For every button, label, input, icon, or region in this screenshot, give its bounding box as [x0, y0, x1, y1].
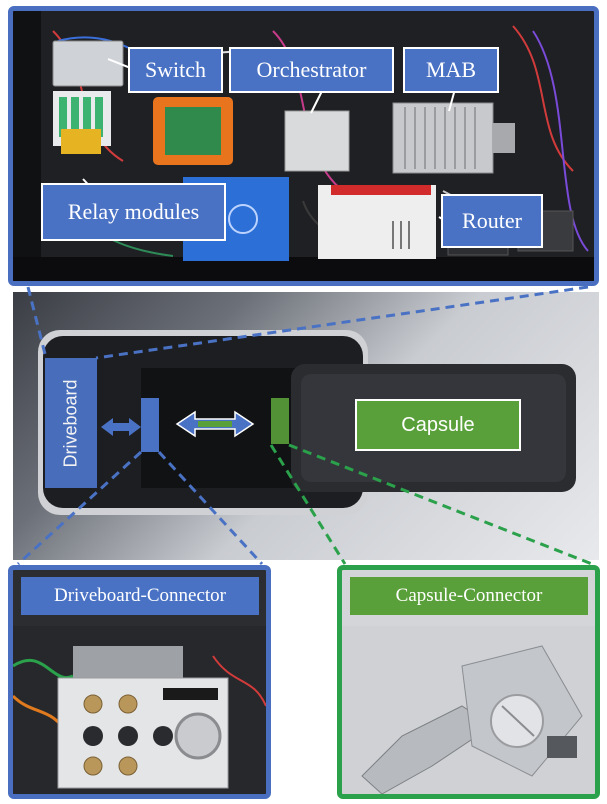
label-switch: Switch: [128, 47, 223, 93]
router-device: [318, 185, 436, 259]
capsule-label-box: Capsule: [355, 399, 521, 451]
capsule-connector-photo: [342, 626, 595, 794]
capsule-connector-marker: [271, 398, 289, 444]
label-orchestrator: Orchestrator: [229, 47, 394, 93]
label-router: Router: [441, 194, 543, 248]
left-rail: [13, 11, 41, 281]
round-connector: [174, 712, 222, 760]
driveboard-connector-label: Driveboard-Connector: [21, 577, 259, 615]
driveboard-connector-panel: Driveboard-Connector: [8, 565, 271, 799]
label-relay-modules: Relay modules: [41, 183, 226, 241]
switch-device: [52, 40, 124, 87]
driveboard-connector-marker: [141, 398, 159, 452]
bottom-rail: [13, 257, 594, 281]
orchestrator-device: [284, 110, 350, 172]
mab-device: [392, 102, 494, 174]
capsule-connector-label: Capsule-Connector: [350, 577, 588, 615]
capsule-link-arrow: [175, 410, 255, 438]
electronics-panel: Switch Orchestrator MAB Relay modules Ro…: [8, 6, 599, 286]
driveboard-connector-photo: [13, 626, 266, 794]
capsule-label: Capsule: [401, 413, 475, 436]
driveboard-arrow: [101, 418, 141, 436]
device-photo: Driveboard Capsule: [13, 292, 599, 560]
relay-yellow-block: [61, 129, 101, 154]
capsule-connector-panel: Capsule-Connector: [337, 565, 600, 799]
label-mab: MAB: [403, 47, 499, 93]
